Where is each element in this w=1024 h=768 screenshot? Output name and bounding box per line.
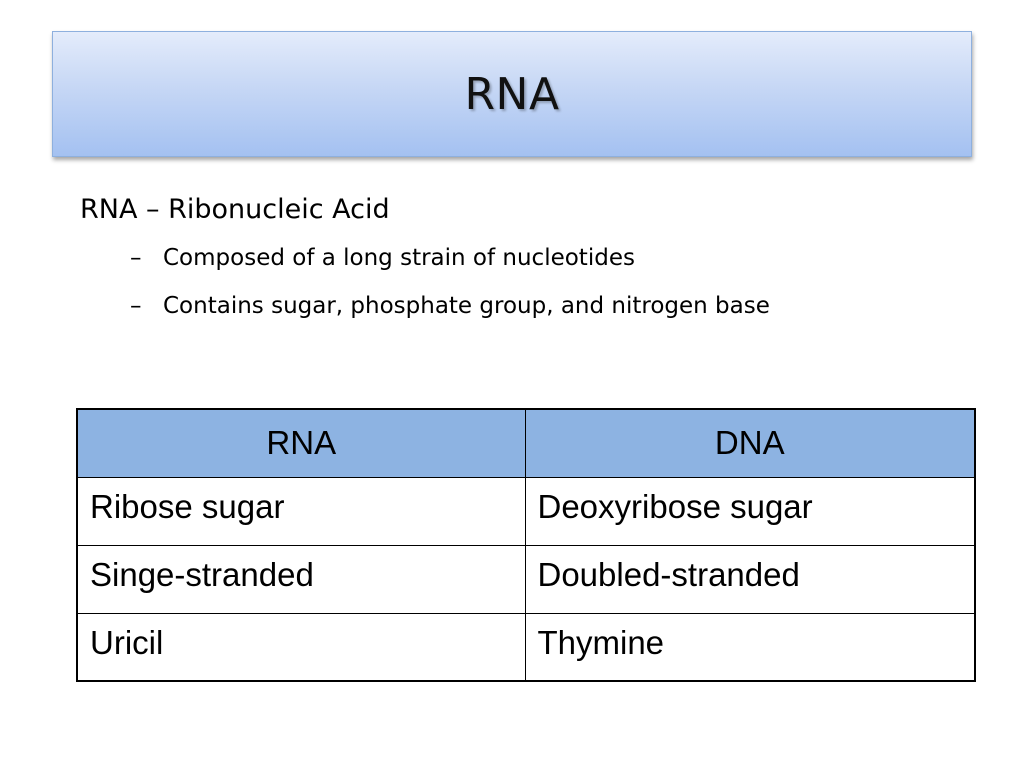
dash-marker: – (130, 245, 142, 271)
table-cell: Uricil (76, 612, 526, 682)
sub-bullet-2: – Contains sugar, phosphate group, and n… (130, 286, 960, 326)
table-cell: Ribose sugar (76, 476, 526, 546)
table-row: Uricil Thymine (76, 612, 976, 682)
table-cell: Thymine (524, 612, 976, 682)
table-cell: Doubled-stranded (524, 544, 976, 614)
comparison-table: RNA DNA Ribose sugar Deoxyribose sugar S… (76, 408, 976, 682)
title-banner: RNA (52, 31, 972, 157)
sub-bullet-text: Contains sugar, phosphate group, and nit… (163, 293, 770, 319)
sub-bullet-text: Composed of a long strain of nucleotides (163, 245, 635, 271)
sub-bullet-1: – Composed of a long strain of nucleotid… (130, 238, 960, 278)
bullet-list: RNA – Ribonucleic Acid – Composed of a l… (80, 190, 960, 326)
dash-marker: – (130, 293, 142, 319)
table-header-row: RNA DNA (76, 408, 976, 478)
bullet-main: RNA – Ribonucleic Acid (80, 194, 390, 225)
slide-title: RNA (464, 68, 560, 120)
table-cell: Singe-stranded (76, 544, 526, 614)
table-cell: Deoxyribose sugar (524, 476, 976, 546)
header-rna: RNA (76, 408, 526, 478)
table-row: Singe-stranded Doubled-stranded (76, 544, 976, 614)
table-row: Ribose sugar Deoxyribose sugar (76, 476, 976, 546)
header-dna: DNA (524, 408, 976, 478)
